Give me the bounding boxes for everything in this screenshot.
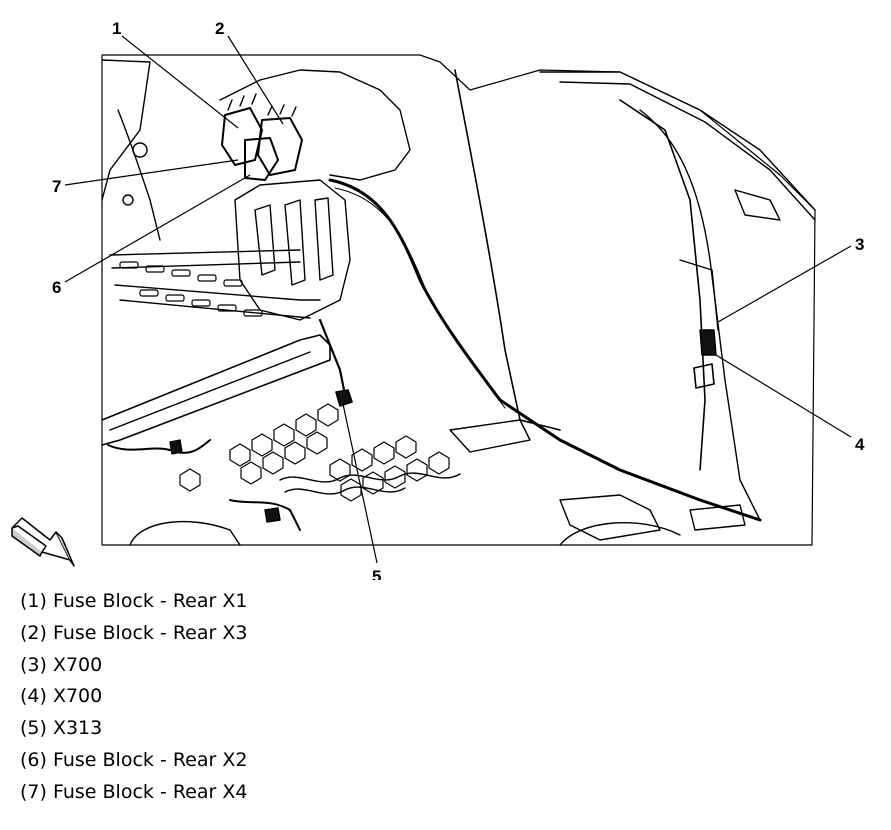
callout-7: 7 bbox=[52, 177, 61, 196]
legend-item: (5) X313 bbox=[20, 717, 103, 740]
legend-item: (7) Fuse Block - Rear X4 bbox=[20, 780, 248, 803]
vehicle-interior-diagram: 1 2 3 4 5 6 7 bbox=[11, 19, 865, 580]
legend-item: (1) Fuse Block - Rear X1 bbox=[20, 590, 248, 612]
vehicle-illustration bbox=[101, 54, 816, 546]
callout-2: 2 bbox=[215, 19, 224, 38]
callout-5: 5 bbox=[372, 567, 381, 580]
callout-numbers: 1 2 3 4 5 6 7 bbox=[52, 19, 865, 580]
legend-item: (4) X700 bbox=[20, 685, 103, 708]
callout-3: 3 bbox=[855, 235, 864, 254]
leader-lines bbox=[64, 35, 852, 564]
legend-item: (3) X700 bbox=[20, 653, 103, 676]
legend-item: (6) Fuse Block - Rear X2 bbox=[20, 748, 248, 771]
callout-6: 6 bbox=[52, 278, 61, 297]
front-arrow-icon bbox=[11, 517, 75, 567]
callout-4: 4 bbox=[855, 435, 865, 454]
legend-item: (2) Fuse Block - Rear X3 bbox=[20, 621, 248, 644]
callout-1: 1 bbox=[112, 19, 121, 38]
legend-list: (1) Fuse Block - Rear X1 (2) Fuse Block … bbox=[20, 586, 247, 809]
